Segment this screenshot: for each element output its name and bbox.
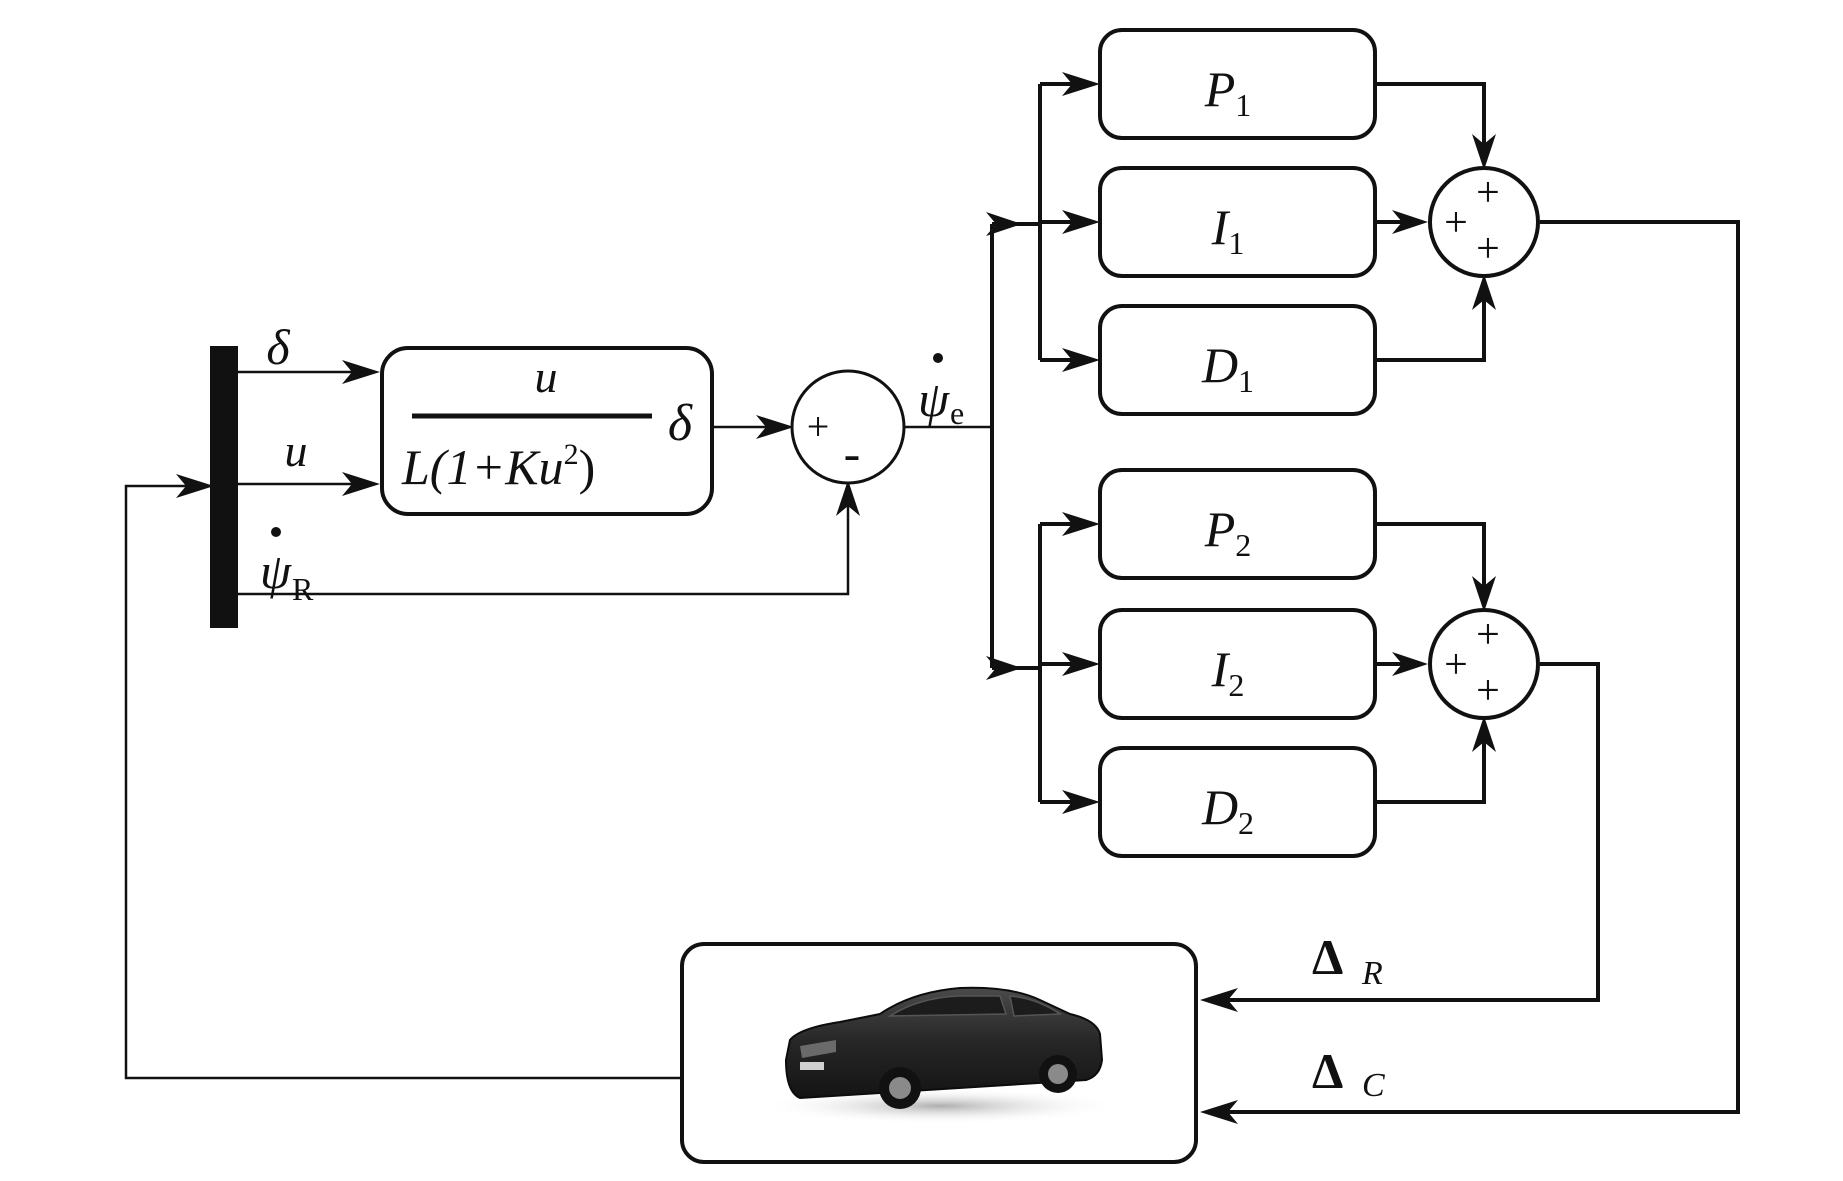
arrow-p2-sum <box>1472 576 1496 612</box>
arrow-d2-sum <box>1472 716 1496 752</box>
i1-label: I1 <box>1211 199 1245 261</box>
pid2-plus-bottom: + <box>1476 668 1500 714</box>
signal-wires <box>124 82 1740 1114</box>
i1-block: I1 <box>1098 166 1377 278</box>
car-hub-rear <box>1048 1064 1068 1084</box>
d2-label: D2 <box>1201 779 1254 841</box>
vehicle-model-block: u L(1+Ku2) δ <box>380 346 714 516</box>
d2-block: D2 <box>1098 746 1377 858</box>
arrow-i1-sum <box>1392 210 1428 234</box>
error-summer-circle <box>790 369 906 485</box>
vehicle-plant-block <box>680 942 1198 1164</box>
arrow-i2 <box>1062 652 1100 676</box>
delta-r-subscript: R <box>1361 955 1383 992</box>
p2-label: P2 <box>1204 501 1252 563</box>
p1-box <box>1098 28 1377 140</box>
wire-p1-out <box>1375 82 1486 154</box>
pid1-summing-junction: + + + <box>1428 166 1540 278</box>
transfer-numerator: u <box>535 351 558 402</box>
car-icon <box>760 986 1120 1124</box>
arrow-d1 <box>1062 348 1100 372</box>
delta-r-label: Δ R <box>1312 929 1383 992</box>
arrow-delta <box>342 360 380 384</box>
car-window-rear <box>1009 995 1063 1017</box>
wire-psi-r <box>236 496 850 596</box>
psi-r-dot <box>271 527 281 537</box>
psi-r-subscript: R <box>292 571 314 607</box>
wire-delta-r <box>1218 662 1600 1002</box>
p2-block: P2 <box>1098 468 1377 580</box>
i2-box <box>1098 608 1377 720</box>
delta-c-subscript: C <box>1362 1067 1385 1104</box>
pid1-plus-bottom: + <box>1476 226 1500 272</box>
transfer-multiplier: δ <box>668 395 693 452</box>
pid1-summer-circle <box>1428 166 1540 278</box>
car-grille <box>800 1040 836 1058</box>
arrow-i1 <box>1062 210 1100 234</box>
wire-delta-c <box>1218 220 1740 1114</box>
psi-r-symbol: ψ <box>260 543 292 599</box>
vehicle-model-box <box>380 346 714 516</box>
pid1-plus-left: + <box>1444 200 1468 246</box>
error-subscript: e <box>950 395 964 431</box>
wire-p2-out <box>1375 522 1486 596</box>
arrow-heads <box>176 72 1496 1124</box>
arrow-feedback <box>176 474 214 498</box>
arrow-d2 <box>1062 790 1100 814</box>
delta-c-label: Δ C <box>1312 1043 1385 1104</box>
error-label: ψ e <box>918 353 964 431</box>
mux-bar <box>210 346 238 628</box>
error-summing-junction: + - <box>790 369 906 485</box>
arrow-branch-1 <box>986 212 1022 236</box>
car-window-front <box>887 995 1008 1017</box>
arrow-delta-r <box>1200 988 1238 1012</box>
arrow-delta-c <box>1200 1100 1238 1124</box>
wire-d2-out <box>1375 734 1486 804</box>
arrow-p1 <box>1062 72 1100 96</box>
i2-block: I2 <box>1098 608 1377 720</box>
delta-r-symbol: Δ <box>1312 929 1343 985</box>
error-symbol: ψ <box>918 371 950 427</box>
d1-label: D1 <box>1201 337 1254 399</box>
p1-block: P1 <box>1098 28 1377 140</box>
pid2-summing-junction: + + + <box>1428 608 1540 720</box>
transfer-denominator: L(1+Ku2) <box>401 438 595 495</box>
i2-label: I2 <box>1211 641 1245 703</box>
car-hub-front <box>889 1077 911 1099</box>
u-input-label: u <box>285 425 308 476</box>
arrow-i2-sum <box>1392 652 1428 676</box>
pid2-plus-left: + <box>1444 642 1468 688</box>
arrow-transfer-out <box>756 415 794 439</box>
d1-block: D1 <box>1098 304 1377 416</box>
arrow-u <box>342 472 380 496</box>
p2-box <box>1098 468 1377 580</box>
arrow-p2 <box>1062 512 1100 536</box>
p1-label: P1 <box>1204 61 1252 123</box>
pid1-plus-top: + <box>1476 170 1500 216</box>
pid2-plus-top: + <box>1476 612 1500 658</box>
arrow-psi-r <box>836 480 860 516</box>
arrow-p1-sum <box>1472 134 1496 170</box>
pid-group-2: P2 I2 D2 + + + <box>1098 468 1540 858</box>
d1-box <box>1098 304 1377 416</box>
arrow-branch-2 <box>986 656 1022 680</box>
error-dot <box>933 353 943 363</box>
pid-group-1: P1 I1 D1 + + + <box>1098 28 1540 416</box>
wire-feedback <box>124 484 682 1080</box>
wire-d1-out <box>1375 290 1486 362</box>
car-plate <box>800 1062 824 1070</box>
pid2-summer-circle <box>1428 608 1540 720</box>
i1-box <box>1098 166 1377 278</box>
delta-input-label: δ <box>266 319 290 375</box>
car-shadow <box>760 1088 1120 1124</box>
summer-plus: + <box>807 404 830 449</box>
d2-box <box>1098 746 1377 858</box>
arrow-d1-sum <box>1472 274 1496 310</box>
delta-c-symbol: Δ <box>1312 1043 1343 1099</box>
psi-r-label: ψ R <box>260 527 314 607</box>
summer-minus: - <box>844 425 861 481</box>
